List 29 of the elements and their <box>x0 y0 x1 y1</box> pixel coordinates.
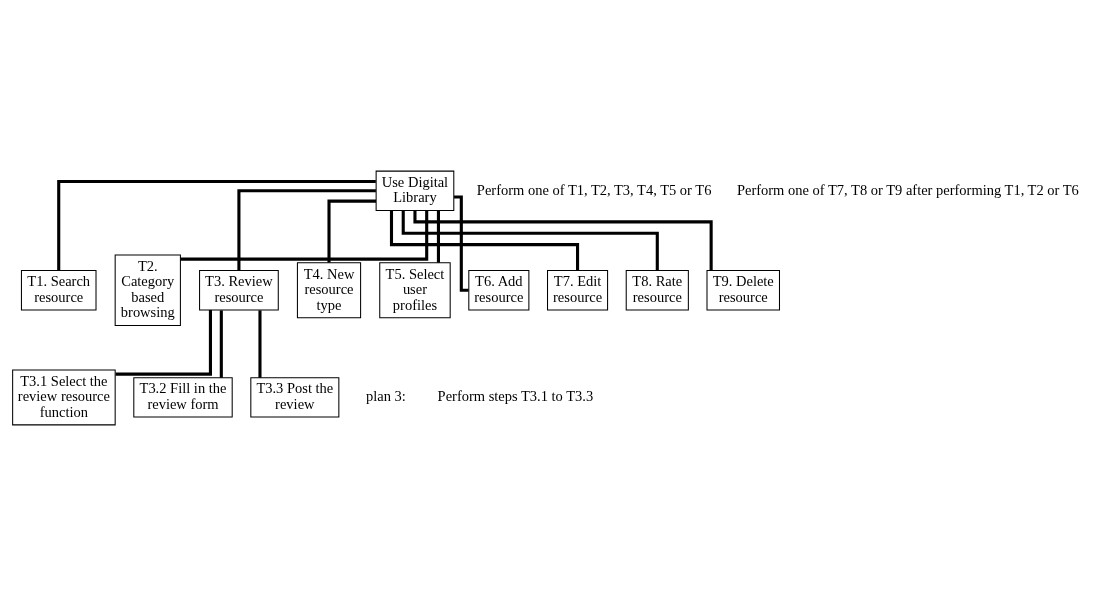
node-box: T2. Category based browsing <box>114 254 181 326</box>
connector <box>436 210 440 263</box>
node-box: T3. Review resource <box>199 270 279 311</box>
connector <box>401 210 659 271</box>
connector <box>454 195 469 292</box>
connector <box>413 210 713 271</box>
connector <box>115 310 212 376</box>
connector <box>327 199 376 263</box>
label: Perform steps T3.1 to T3.3 <box>437 388 594 405</box>
label: plan 3: <box>366 388 406 405</box>
connector <box>219 310 223 378</box>
node-box: T1. Search resource <box>20 270 97 311</box>
node-box: T4. New resource type <box>296 262 362 319</box>
node-box: Use Digital Library <box>375 170 455 211</box>
node-box: T7. Edit resource <box>547 270 609 311</box>
connector <box>389 210 580 271</box>
node-box: T6. Add resource <box>468 270 530 311</box>
connector <box>237 189 376 271</box>
node-box: T3.1 Select the review resource function <box>12 369 116 426</box>
node-box: T9. Delete resource <box>706 270 780 311</box>
node-box: T3.3 Post the review <box>250 377 340 418</box>
node-box: T8. Rate resource <box>625 270 689 311</box>
label: Perform one of T7, T8 or T9 after performing T1, T2 or T6 <box>736 181 1079 198</box>
node-box: T5. Select user profiles <box>379 262 451 319</box>
node-box: T3.2 Fill in the review form <box>133 377 233 418</box>
label: Perform one of T1, T2, T3, T4, T5 or T6 <box>476 181 712 198</box>
connector <box>57 179 376 271</box>
connector <box>258 310 262 378</box>
connector <box>180 210 429 261</box>
